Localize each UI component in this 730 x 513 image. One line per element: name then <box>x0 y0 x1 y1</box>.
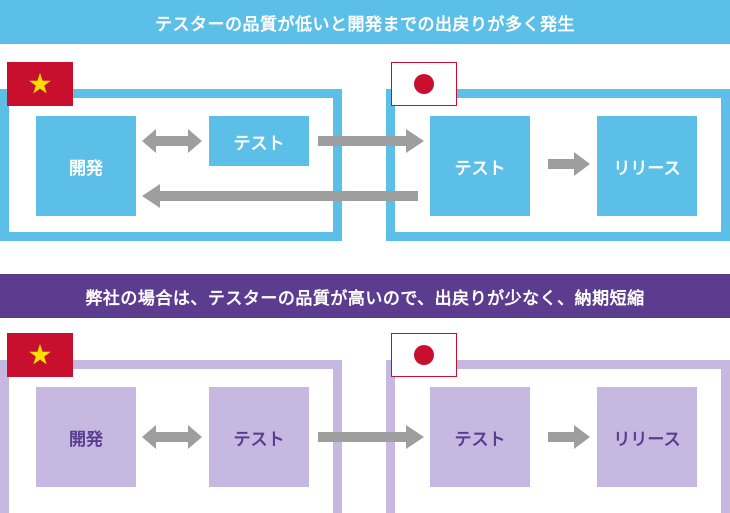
top-banner: テスターの品質が低いと開発までの出戻りが多く発生 <box>0 0 730 44</box>
vietnam-flag-icon <box>7 62 73 106</box>
vietnam-flag-icon <box>7 333 73 377</box>
bottom-test-box-right: テスト <box>430 387 530 487</box>
top-right-frame <box>386 89 730 241</box>
top-dev-box: 開発 <box>36 116 136 216</box>
japan-flag-icon <box>391 62 457 106</box>
top-handoff-arrow-icon <box>318 129 424 153</box>
bottom-handoff-arrow-icon <box>318 425 424 449</box>
top-test-box-right: テスト <box>430 116 530 216</box>
top-test-box-left: テスト <box>209 116 309 166</box>
bottom-test-box-left: テスト <box>209 387 309 487</box>
bottom-banner: 弊社の場合は、テスターの品質が高いので、出戻りが少なく、納期短縮 <box>0 274 730 318</box>
bottom-release-arrow-icon <box>548 425 590 449</box>
japan-flag-icon <box>391 333 457 377</box>
top-release-arrow-icon <box>548 152 590 176</box>
top-double-arrow-icon <box>142 129 202 153</box>
top-release-box: リリース <box>597 116 697 216</box>
top-return-arrow-icon <box>142 184 418 208</box>
top-left-frame <box>0 89 342 241</box>
bottom-double-arrow-icon <box>142 425 202 449</box>
bottom-release-box: リリース <box>597 387 697 487</box>
bottom-dev-box: 開発 <box>36 387 136 487</box>
